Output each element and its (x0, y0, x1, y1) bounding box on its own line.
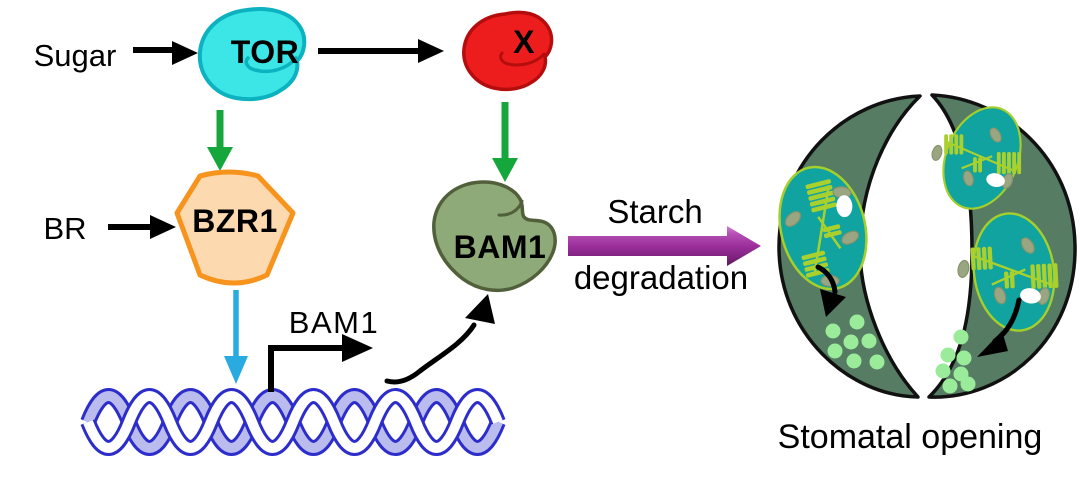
x-factor-label: X (513, 24, 535, 60)
starch-degradation-arrow (568, 226, 761, 266)
dna-helix (80, 388, 506, 456)
br-label: BR (43, 211, 87, 246)
arrow-bzr1-dna (224, 290, 248, 384)
bzr1-hexagon (174, 169, 296, 286)
bam1-protein-blob (432, 180, 557, 292)
tor-label: TOR (230, 34, 300, 70)
sugar-label: Sugar (33, 38, 117, 73)
x-blob-crease (499, 51, 546, 67)
arrow-dna-bam1 (384, 294, 495, 385)
bam1-blob-crease (497, 199, 524, 217)
arrow-tor-x (318, 39, 444, 63)
arrow-x-bam1 (492, 102, 518, 182)
bam1-protein-label: BAM1 (453, 229, 547, 265)
sugar-dots-right (935, 329, 976, 394)
bam1-gene-label: BAM1 (288, 305, 380, 340)
arrow-chloroplast-sugar-right (977, 297, 1022, 357)
tor-blob (197, 7, 307, 102)
stomata-illustration (765, 93, 1077, 399)
sugar-dots-left (825, 314, 885, 370)
tor-blob-crease (244, 56, 298, 74)
arrow-chloroplast-sugar-left (815, 264, 846, 317)
arrow-sugar-tor (133, 41, 198, 65)
transcription-start-arrow (268, 334, 373, 392)
starch-label-line2: degradation (573, 259, 749, 296)
arrow-tor-bzr1 (207, 110, 233, 171)
x-factor-blob (462, 10, 554, 92)
arrow-br-bzr1 (108, 215, 176, 239)
starch-label-line1: Starch (607, 193, 703, 230)
bzr1-label: BZR1 (192, 203, 278, 239)
stomatal-opening-label: Stomatal opening (777, 418, 1043, 456)
